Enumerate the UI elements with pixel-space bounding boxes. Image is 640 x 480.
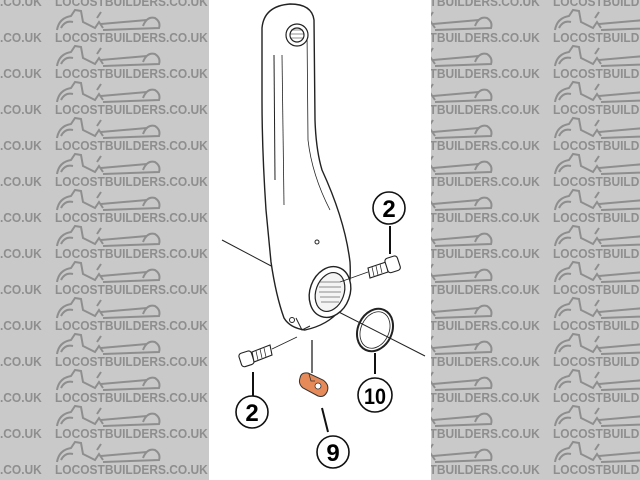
watermark-text: LOCOSTBUILDERS.CO.UK xyxy=(55,282,208,297)
watermark-car-icon xyxy=(55,80,165,111)
callout-label: 10 xyxy=(364,384,386,409)
diagram-panel: 2 2 9 10 xyxy=(209,0,431,480)
watermark-car-icon xyxy=(55,188,165,219)
watermark-car-icon xyxy=(553,8,640,39)
safety-plate-icon xyxy=(298,372,329,397)
watermark-car-icon xyxy=(55,440,165,471)
watermark-text: LOCOSTBUILDERS.CO.UK xyxy=(553,318,640,333)
callout-2-top: 2 xyxy=(372,191,406,225)
watermark-text: LOCOSTBUILDERS.CO.UK xyxy=(553,174,640,189)
watermark-text: LOCOSTBUILDERS.CO.UK xyxy=(0,318,42,333)
watermark-text: LOCOSTBUILDERS.CO.UK xyxy=(55,0,208,9)
watermark-text: LOCOSTBUILDERS.CO.UK xyxy=(0,174,42,189)
watermark-car-icon xyxy=(55,44,165,75)
watermark-text: LOCOSTBUILDERS.CO.UK xyxy=(55,30,208,45)
watermark-text: LOCOSTBUILDERS.CO.UK xyxy=(0,210,42,225)
watermark-text: LOCOSTBUILDERS.CO.UK xyxy=(0,462,42,477)
callout-label: 9 xyxy=(326,440,339,467)
watermark-text: LOCOSTBUILDERS.CO.UK xyxy=(553,0,640,9)
watermark-text: LOCOSTBUILDERS.CO.UK xyxy=(553,462,640,477)
watermark-car-icon xyxy=(553,116,640,147)
watermark-text: LOCOSTBUILDERS.CO.UK xyxy=(0,30,42,45)
watermark-car-icon xyxy=(55,152,165,183)
watermark-car-icon xyxy=(553,332,640,363)
watermark-text: LOCOSTBUILDERS.CO.UK xyxy=(553,354,640,369)
watermark-text: LOCOSTBUILDERS.CO.UK xyxy=(0,390,42,405)
watermark-text: LOCOSTBUILDERS.CO.UK xyxy=(0,0,42,9)
watermark-text: LOCOSTBUILDERS.CO.UK xyxy=(553,138,640,153)
watermark-car-icon xyxy=(553,224,640,255)
watermark-car-icon xyxy=(55,368,165,399)
leader-lines xyxy=(252,226,391,433)
watermark-text: LOCOSTBUILDERS.CO.UK xyxy=(55,210,208,225)
watermark-text: LOCOSTBUILDERS.CO.UK xyxy=(553,246,640,261)
retaining-ring-icon xyxy=(356,307,394,353)
axle-line xyxy=(221,239,426,357)
watermark-car-icon xyxy=(55,116,165,147)
watermark-text: LOCOSTBUILDERS.CO.UK xyxy=(0,426,42,441)
watermark-text: LOCOSTBUILDERS.CO.UK xyxy=(553,282,640,297)
watermark-text: LOCOSTBUILDERS.CO.UK xyxy=(553,30,640,45)
watermark-car-icon xyxy=(55,224,165,255)
watermark-text: LOCOSTBUILDERS.CO.UK xyxy=(387,0,540,9)
pinch-bolt-bottom-icon xyxy=(238,336,298,368)
callout-label: 2 xyxy=(245,400,258,427)
watermark-text: LOCOSTBUILDERS.CO.UK xyxy=(55,138,208,153)
watermark-text: LOCOSTBUILDERS.CO.UK xyxy=(55,66,208,81)
watermark-car-icon xyxy=(553,440,640,471)
crank-arm-icon xyxy=(261,3,352,331)
watermark-car-icon xyxy=(553,260,640,291)
watermark-car-icon xyxy=(55,332,165,363)
watermark-car-icon xyxy=(553,404,640,435)
watermark-text: LOCOSTBUILDERS.CO.UK xyxy=(553,66,640,81)
watermark-text: LOCOSTBUILDERS.CO.UK xyxy=(0,282,42,297)
callout-2-bottom: 2 xyxy=(235,395,269,429)
watermark-text: LOCOSTBUILDERS.CO.UK xyxy=(0,102,42,117)
watermark-text: LOCOSTBUILDERS.CO.UK xyxy=(0,246,42,261)
watermark-text: LOCOSTBUILDERS.CO.UK xyxy=(55,390,208,405)
watermark-car-icon xyxy=(553,80,640,111)
watermark-car-icon xyxy=(553,188,640,219)
watermark-text: LOCOSTBUILDERS.CO.UK xyxy=(55,246,208,261)
watermark-text: LOCOSTBUILDERS.CO.UK xyxy=(553,102,640,117)
watermark-text: LOCOSTBUILDERS.CO.UK xyxy=(0,354,42,369)
watermark-text: LOCOSTBUILDERS.CO.UK xyxy=(55,174,208,189)
callout-label: 2 xyxy=(382,196,395,223)
watermark-text: LOCOSTBUILDERS.CO.UK xyxy=(55,354,208,369)
watermark-text: LOCOSTBUILDERS.CO.UK xyxy=(553,426,640,441)
watermark-text: LOCOSTBUILDERS.CO.UK xyxy=(55,102,208,117)
watermark-text: LOCOSTBUILDERS.CO.UK xyxy=(553,210,640,225)
watermark-text: LOCOSTBUILDERS.CO.UK xyxy=(553,390,640,405)
callout-9: 9 xyxy=(316,435,350,469)
watermark-text: LOCOSTBUILDERS.CO.UK xyxy=(55,462,208,477)
watermark-car-icon xyxy=(55,296,165,327)
watermark-car-icon xyxy=(55,260,165,291)
watermark-car-icon xyxy=(55,404,165,435)
watermark-car-icon xyxy=(553,368,640,399)
watermark-text: LOCOSTBUILDERS.CO.UK xyxy=(55,318,208,333)
watermark-car-icon xyxy=(553,152,640,183)
callout-10: 10 xyxy=(357,377,393,413)
watermark-car-icon xyxy=(553,44,640,75)
watermark-text: LOCOSTBUILDERS.CO.UK xyxy=(0,138,42,153)
pinch-bolt-top-icon xyxy=(339,255,401,283)
watermark-text: LOCOSTBUILDERS.CO.UK xyxy=(0,66,42,81)
watermark-car-icon xyxy=(553,296,640,327)
watermark-text: LOCOSTBUILDERS.CO.UK xyxy=(55,426,208,441)
watermark-car-icon xyxy=(55,8,165,39)
crank-arm-diagram: 2 2 9 10 xyxy=(221,3,426,469)
